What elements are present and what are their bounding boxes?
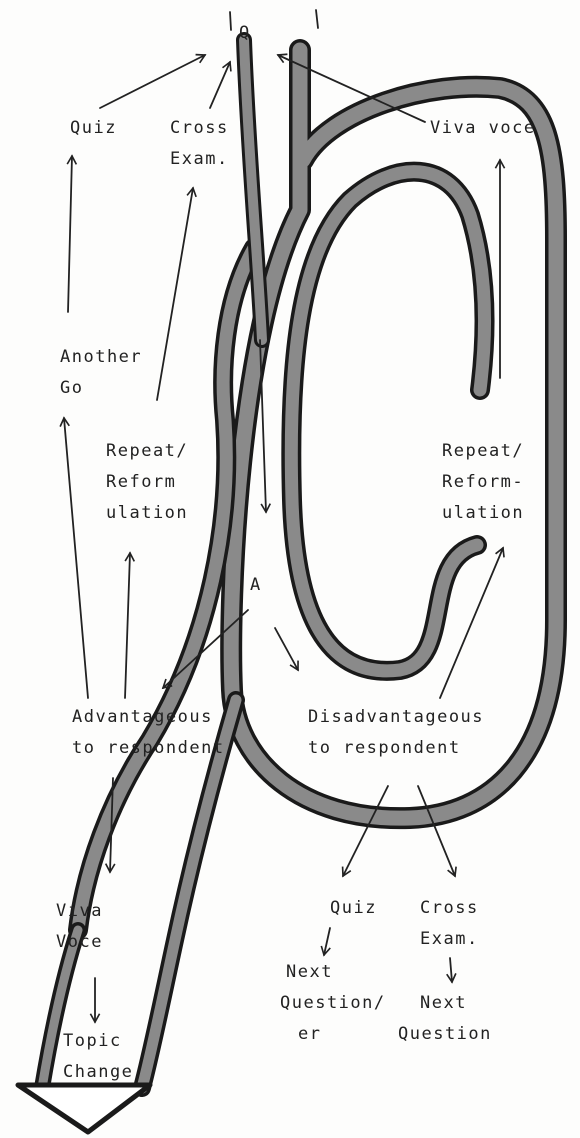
label-another-go: Another Go bbox=[60, 342, 142, 404]
label-viva-voce-top: Viva voce bbox=[430, 113, 536, 144]
thick-bands bbox=[42, 40, 556, 1088]
label-quiz-bottom: Quiz bbox=[330, 893, 377, 924]
top-tick-right bbox=[316, 10, 318, 28]
label-viva-voce-bottom: Viva Voce bbox=[56, 896, 103, 958]
arrow-quiz-to-q bbox=[100, 55, 205, 108]
label-quiz-top: Quiz bbox=[70, 113, 117, 144]
label-disadvantageous: Disadvantageous to respondent bbox=[308, 702, 484, 764]
arrow-another-to-quiz bbox=[68, 156, 72, 312]
top-tick-left bbox=[230, 12, 231, 30]
arrow-adv-to-repeat bbox=[125, 553, 130, 698]
label-cross-exam-bottom: Cross Exam. bbox=[420, 893, 479, 955]
arrow-disadv-to-quiz bbox=[343, 786, 388, 876]
label-advantageous: Advantageous to respondent bbox=[72, 702, 225, 764]
arrow-quiz-to-next bbox=[324, 928, 330, 955]
arrow-cross-to-q bbox=[210, 62, 230, 108]
arrow-a-to-disadv bbox=[275, 628, 298, 670]
big-down-arrowhead bbox=[18, 1085, 150, 1132]
arrow-adv-to-another bbox=[64, 418, 88, 698]
label-repeat-left: Repeat/ Reform ulation bbox=[106, 436, 188, 529]
arrow-repeat-to-cross bbox=[157, 188, 193, 400]
label-repeat-right: Repeat/ Reform- ulation bbox=[442, 436, 524, 529]
label-question: Q bbox=[239, 18, 251, 49]
label-next-question-left: Next Question/ er bbox=[280, 957, 386, 1050]
label-topic-change: Topic Change bbox=[63, 1026, 133, 1088]
label-answer: A bbox=[250, 570, 262, 601]
label-next-question-right: Next Question bbox=[398, 988, 492, 1050]
arrow-cross-to-next bbox=[450, 958, 452, 982]
arrow-disadv-to-cross bbox=[418, 786, 455, 876]
label-cross-exam-top: Cross Exam. bbox=[170, 113, 229, 175]
